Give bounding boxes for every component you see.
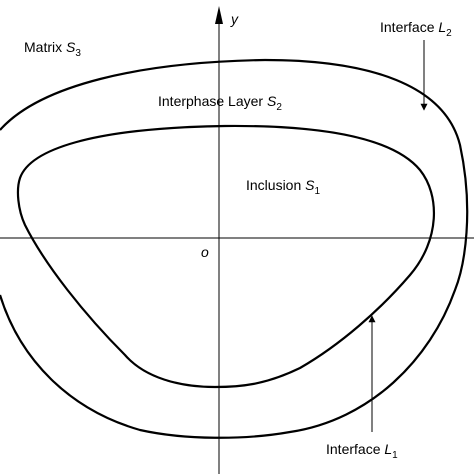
y-axis-arrow — [215, 6, 223, 24]
origin-label: o — [201, 244, 209, 260]
y-axis-label: y — [230, 11, 239, 27]
interface-inner-curve — [16, 124, 435, 389]
interface-outer-curve — [0, 58, 469, 439]
interface-outer-label: Interface L2 — [380, 19, 452, 39]
matrix-label: Matrix S3 — [24, 39, 81, 59]
interface-inner-label: Interface L1 — [326, 441, 398, 461]
interphase-label: Interphase Layer S2 — [158, 93, 282, 113]
inclusion-label: Inclusion S1 — [246, 177, 321, 197]
